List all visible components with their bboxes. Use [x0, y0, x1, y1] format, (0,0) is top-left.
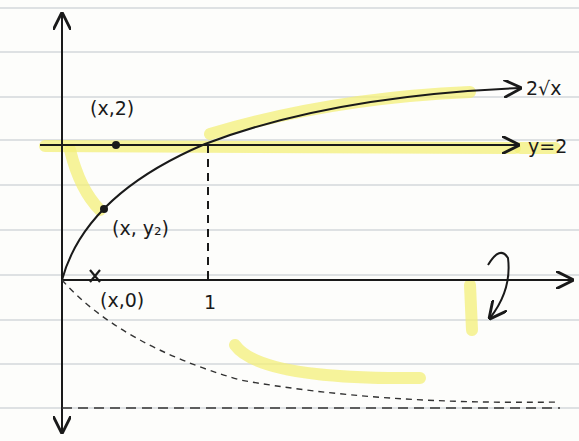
point-label: (x,2)	[88, 98, 136, 119]
rotation-arrow	[488, 253, 509, 318]
curve-2-sqrt-x	[62, 88, 520, 280]
point-dot	[100, 205, 108, 213]
point-dot	[112, 141, 120, 149]
axes	[62, 14, 572, 432]
curve-label: 2√x	[524, 78, 563, 99]
point-cross	[90, 270, 100, 282]
dashed-bottom	[62, 407, 560, 408]
dashed-x-1	[207, 145, 209, 285]
line-y-2	[40, 144, 518, 146]
point-label: (x,0)	[98, 290, 146, 311]
reflected-curve	[62, 280, 560, 402]
highlighter	[45, 92, 555, 378]
tick-label: 1	[202, 292, 218, 313]
line-label: y=2	[526, 136, 569, 157]
point-label: (x, y₂)	[110, 218, 171, 239]
ruled-lines	[0, 8, 579, 408]
